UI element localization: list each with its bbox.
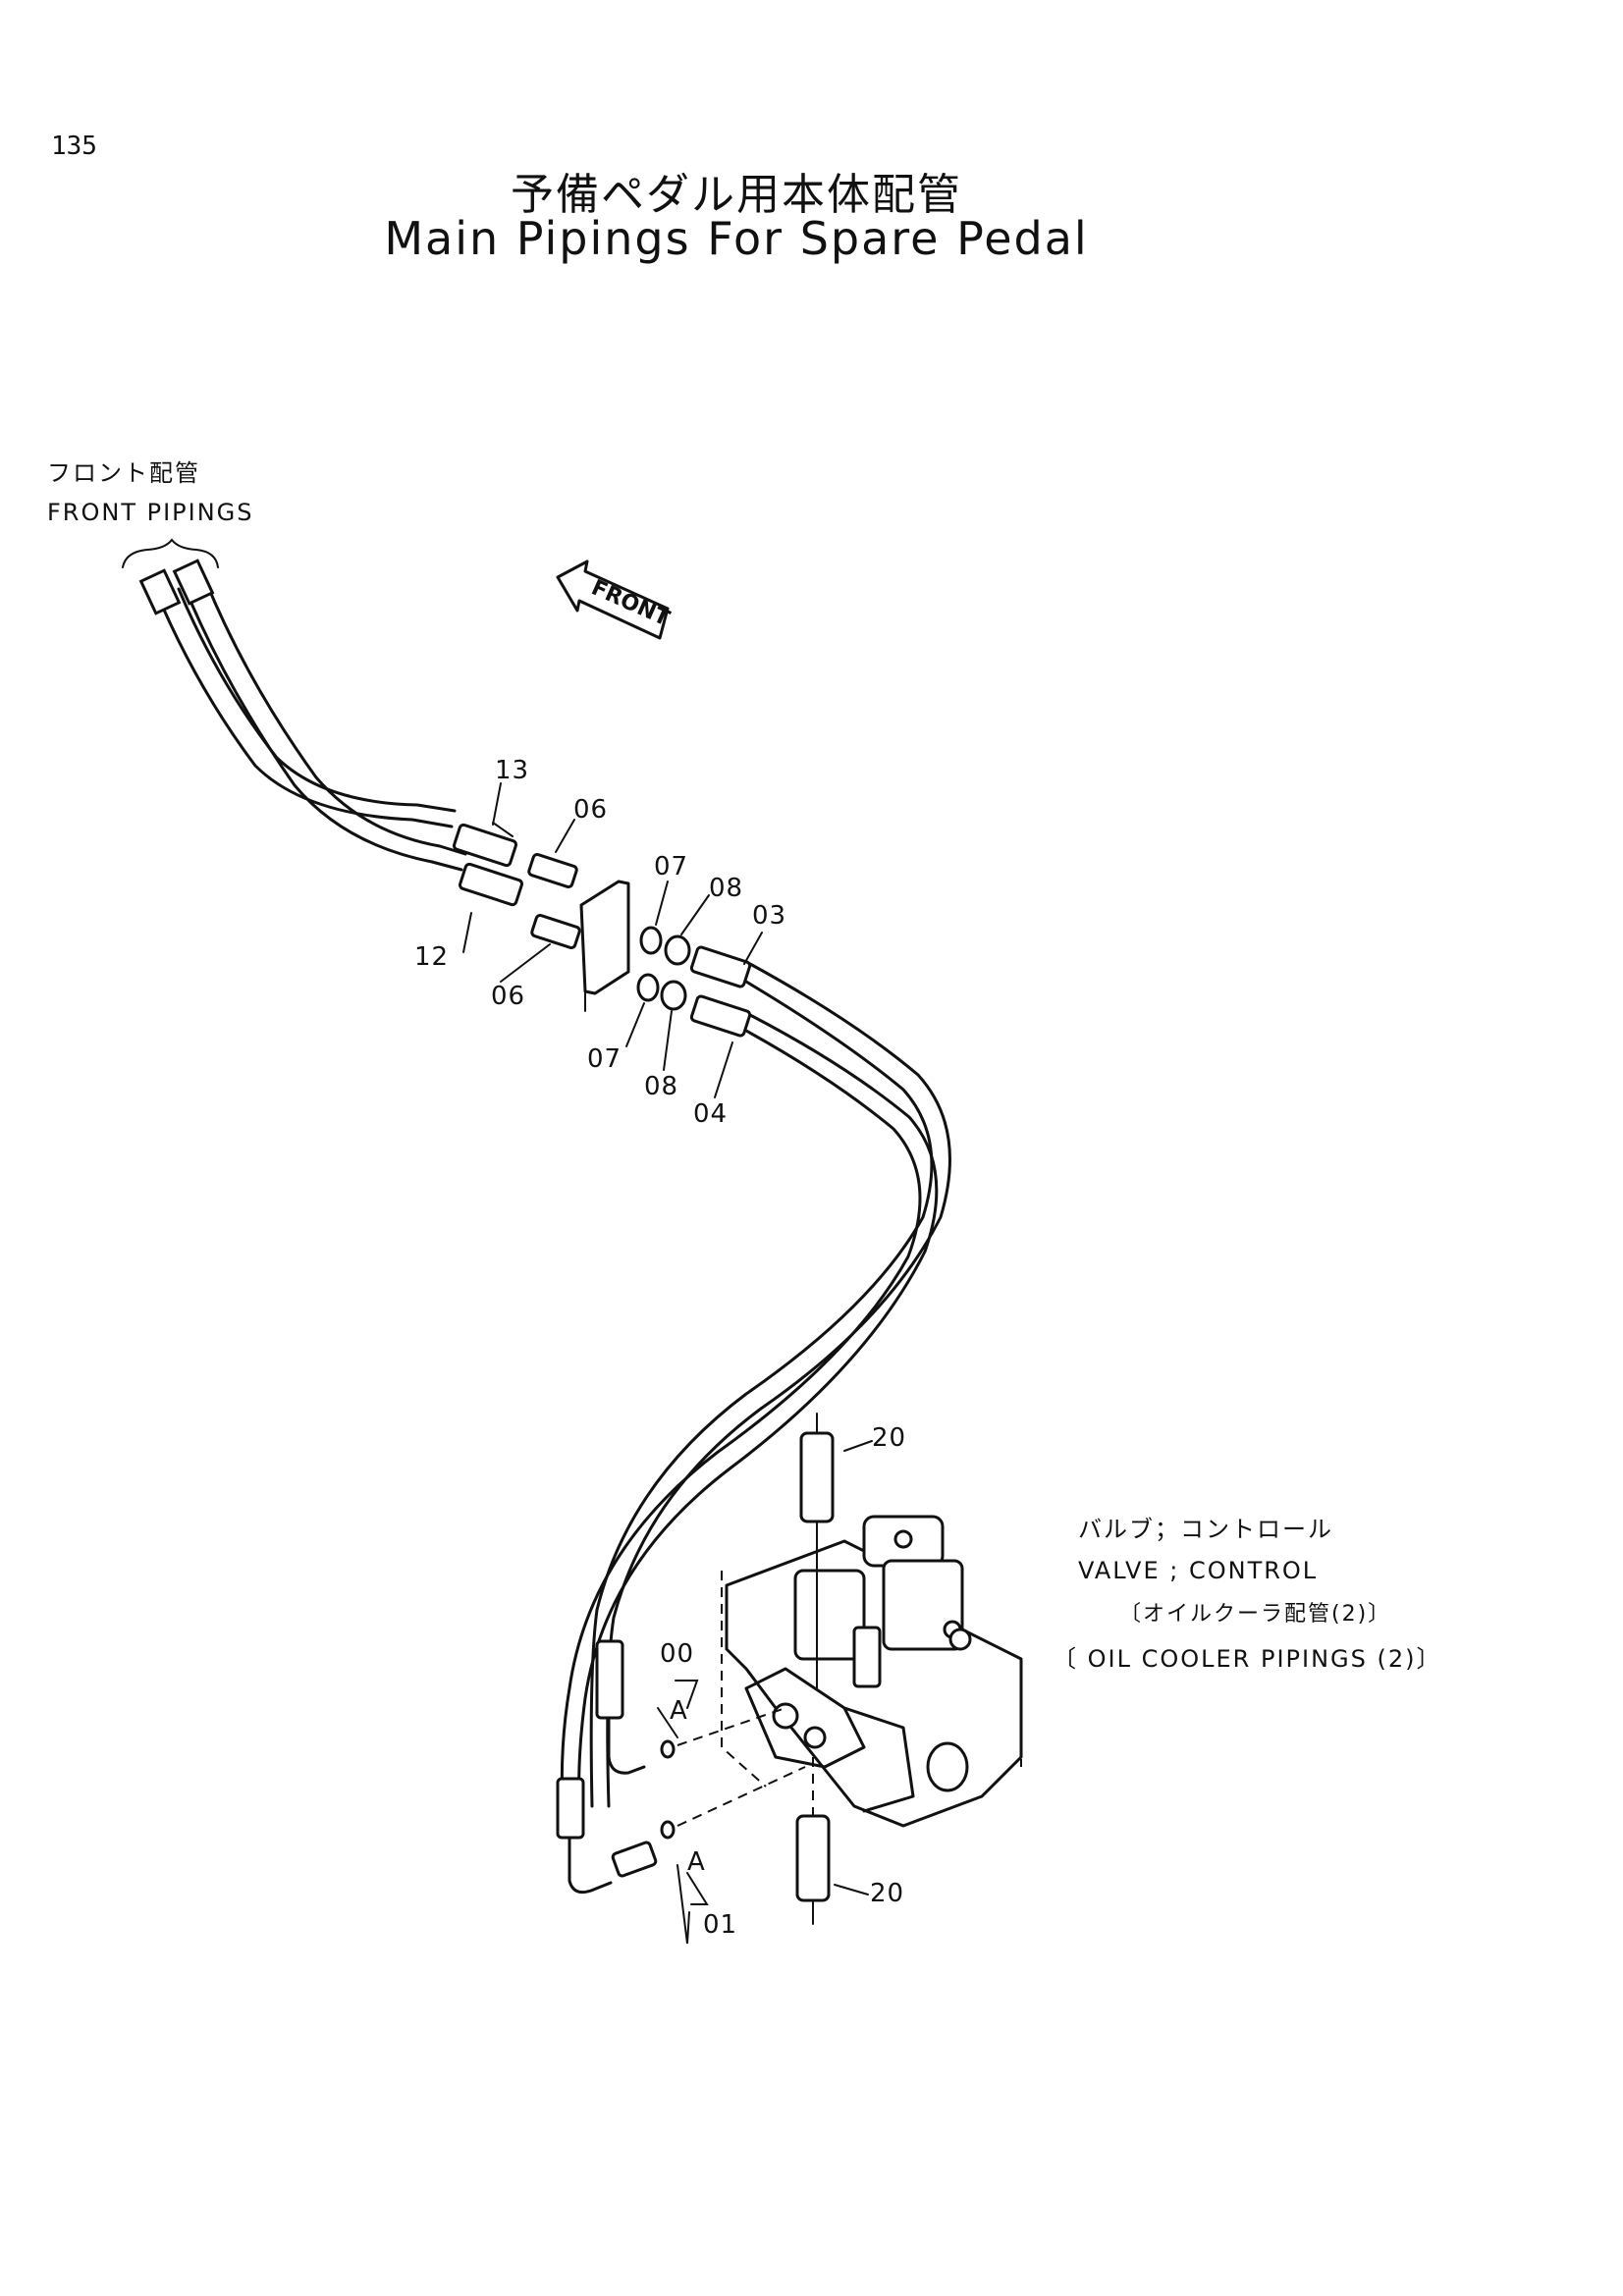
adapter-06-bottom: [530, 913, 581, 950]
part-number-07-top: 07: [654, 852, 689, 881]
valve-label-ja: バルブ；コントロール: [1078, 1516, 1333, 1543]
elbow-01: [568, 1836, 613, 1895]
oil-cooler-label-ja: 〔オイルクーラ配管(2)〕: [1119, 1602, 1392, 1627]
front-pipings-label-en: FRONT PIPINGS: [47, 499, 254, 526]
part-number-20-bottom: 20: [870, 1879, 905, 1908]
part-number-06-top: 06: [573, 795, 609, 825]
part-number-20-top: 20: [872, 1423, 907, 1453]
fitting-12: [458, 862, 524, 907]
bracket-plate: [579, 880, 630, 995]
front-pipings-label-ja: フロント配管: [47, 459, 200, 487]
part-number-00: 00: [660, 1639, 695, 1669]
hose-04: [560, 1013, 939, 1810]
control-valve-body: [721, 1515, 1023, 1828]
washer-07-top: [639, 926, 663, 955]
part-number-04: 04: [693, 1099, 729, 1129]
connector-01: [611, 1841, 658, 1878]
fitting-13: [452, 823, 518, 868]
nut-08-top: [664, 934, 691, 966]
part-number-13: 13: [495, 756, 530, 785]
upper-hose-12: [172, 559, 467, 872]
hose-end-01: [556, 1777, 585, 1840]
part-number-08-bottom: 08: [644, 1072, 679, 1101]
oil-cooler-label-en: 〔 OIL COOLER PIPINGS (2)〕: [1053, 1645, 1442, 1673]
o-ring-A-top: [660, 1739, 676, 1759]
fitting-03: [689, 945, 752, 988]
relief-valve-20-bottom: [795, 1757, 831, 1925]
hose-end-00: [595, 1639, 624, 1720]
adapter-06-top: [527, 852, 578, 889]
part-number-08-top: 08: [709, 874, 744, 903]
relief-valve-20-top: [799, 1413, 835, 1689]
part-number-03: 03: [752, 901, 787, 931]
part-number-06-bottom: 06: [491, 982, 526, 1011]
nut-08-bottom: [660, 980, 687, 1011]
page-title-japanese: 予備ペダル用本体配管: [511, 170, 962, 220]
valve-label-en: VALVE ; CONTROL: [1078, 1557, 1319, 1584]
part-number-A-bottom: A: [687, 1847, 706, 1877]
fitting-04: [689, 994, 752, 1038]
elbow-00: [607, 1716, 646, 1775]
part-number-A-top: A: [670, 1696, 688, 1726]
front-pipings-brace: [122, 538, 219, 568]
washer-07-bottom: [636, 973, 660, 1002]
part-number-07-bottom: 07: [587, 1044, 622, 1074]
page-number: 135: [51, 132, 97, 161]
part-number-01: 01: [703, 1910, 738, 1940]
part-number-12: 12: [414, 942, 450, 972]
page-title-english: Main Pipings For Spare Pedal: [384, 212, 1089, 265]
front-arrow-icon: FRONT: [556, 560, 673, 640]
o-ring-A-bottom: [660, 1820, 676, 1840]
